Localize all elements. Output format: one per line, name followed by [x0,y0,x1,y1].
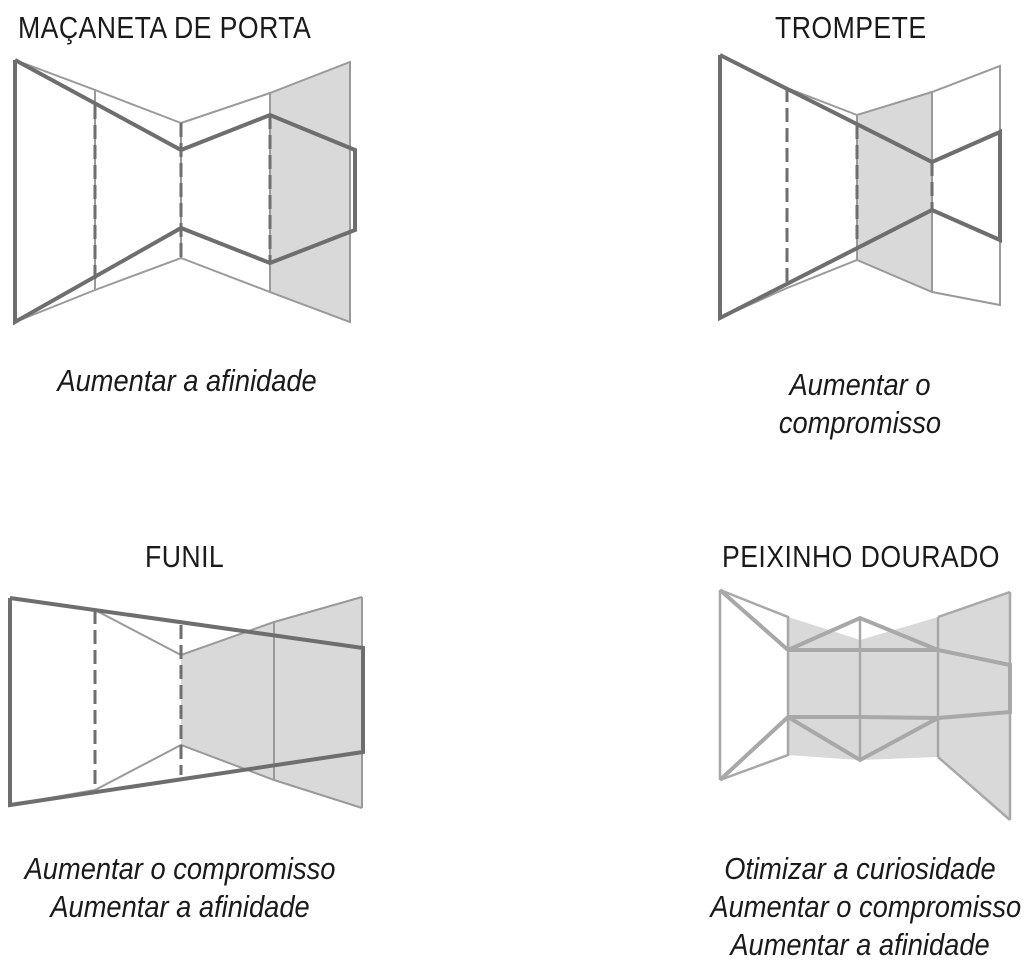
caption-line: Aumentar a afinidade [57,363,317,398]
panel-title-trompete: TROMPETE [775,10,927,45]
caption-line: compromisso [778,405,942,440]
panel-title-macaneta: MAÇANETA DE PORTA [18,10,312,45]
panel-title-peixinho: PEIXINHO DOURADO [722,539,1000,574]
caption-line: Aumentar o compromisso [710,889,1022,924]
caption-line: Aumentar o compromisso [24,851,336,886]
caption-peixinho: Otimizar a curiosidade Aumentar o compro… [710,850,1022,964]
caption-line: Otimizar a curiosidade [724,851,996,886]
caption-trompete: Aumentar o compromisso [737,366,983,442]
panel-title-funil: FUNIL [145,539,225,574]
caption-macaneta: Aumentar a afinidade [57,362,317,400]
caption-funil: Aumentar o compromisso Aumentar a afinid… [22,850,339,926]
caption-line: Aumentar a afinidade [50,889,310,924]
caption-line: Aumentar a afinidade [730,927,990,962]
caption-line: Aumentar o [789,367,931,402]
